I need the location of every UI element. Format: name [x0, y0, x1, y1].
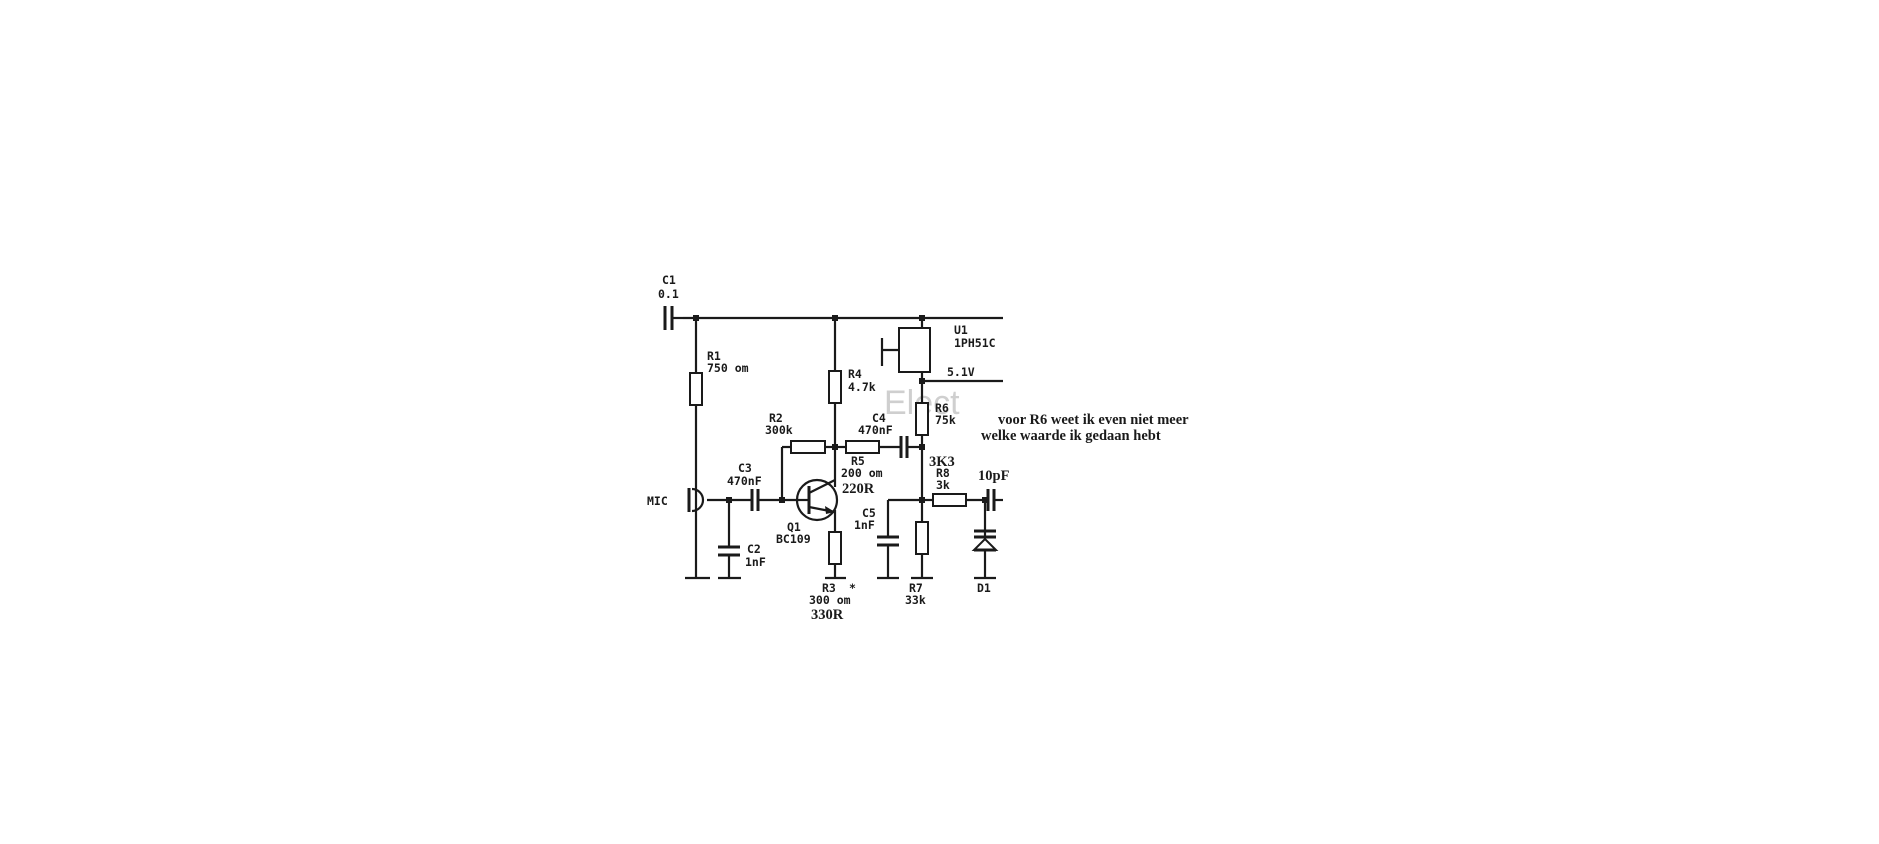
resistor-r5: R5 200 om 220R [841, 440, 883, 497]
resistor-r7: R7 33k [905, 521, 929, 607]
r1-value: 750 om [707, 361, 749, 375]
r4-value: 4.7k [848, 380, 876, 394]
r8-ref: R8 [936, 466, 950, 480]
u1-ref: U1 [954, 323, 968, 337]
c5-ref: C5 [862, 506, 876, 520]
r5-ref: R5 [851, 454, 865, 468]
r7-ref: R7 [909, 581, 923, 595]
diode-d1: D1 [971, 529, 999, 595]
d1-ref: D1 [977, 581, 991, 595]
r6-note: 3K3 [929, 454, 955, 470]
transistor-q1: Q1 BC109 [776, 478, 839, 546]
c2-ref: C2 [747, 542, 761, 556]
capacitor-c1: C1 0.1 [658, 273, 683, 330]
regulator-u1: U1 1PH51C [898, 323, 996, 373]
capacitor-c3: C3 470nF [727, 461, 762, 511]
annotation-line-2: welke waarde ik gedaan hebt [981, 428, 1161, 444]
r4-ref: R4 [848, 367, 862, 381]
annotation-line-1: voor R6 weet ik even niet meer [998, 412, 1189, 428]
r3-ref: R3 [822, 581, 836, 595]
resistor-r2: R2 300k [765, 411, 826, 454]
resistor-r3: R3 * 300 om 330R [809, 531, 856, 623]
mic-ref: MIC [647, 494, 668, 508]
capacitor-c2: C2 1nF [718, 542, 766, 569]
resistor-r4: R4 4.7k [828, 367, 876, 404]
c2-value: 1nF [745, 555, 766, 569]
microphone-mic: MIC [647, 487, 705, 513]
r8-note: 10pF [978, 468, 1010, 484]
c3-ref: C3 [738, 461, 752, 475]
c4-value: 470nF [858, 423, 893, 437]
supply-voltage-label: 5.1V [947, 365, 975, 379]
r6-ref: R6 [935, 401, 949, 415]
c4-ref: C4 [872, 411, 886, 425]
r3-note: 330R [811, 607, 844, 623]
r2-ref: R2 [769, 411, 783, 425]
junctions [693, 315, 988, 503]
r8-value: 3k [936, 478, 950, 492]
q1-value: BC109 [776, 532, 811, 546]
c5-value: 1nF [854, 518, 875, 532]
resistor-r6: R6 75k 3K3 [915, 401, 956, 470]
r1-ref: R1 [707, 349, 721, 363]
c3-value: 470nF [727, 474, 762, 488]
resistor-r8: R8 3k [932, 466, 967, 507]
capacitor-c4: C4 470nF [858, 411, 909, 458]
capacitor-c5: C5 1nF [854, 506, 899, 547]
q1-ref: Q1 [787, 520, 801, 534]
c1-ref: C1 [662, 273, 676, 287]
resistor-r1: R1 750 om [689, 349, 749, 406]
r7-value: 33k [905, 593, 926, 607]
r5-note: 220R [842, 481, 875, 497]
r3-mark: * [849, 581, 856, 595]
r2-value: 300k [765, 423, 793, 437]
c1-value: 0.1 [658, 287, 679, 301]
u1-value: 1PH51C [954, 336, 996, 350]
capacitor-output: 10pF [978, 468, 1010, 511]
r6-value: 75k [935, 413, 956, 427]
wires [683, 316, 1003, 580]
r5-value: 200 om [841, 466, 883, 480]
r3-value: 300 om [809, 593, 851, 607]
